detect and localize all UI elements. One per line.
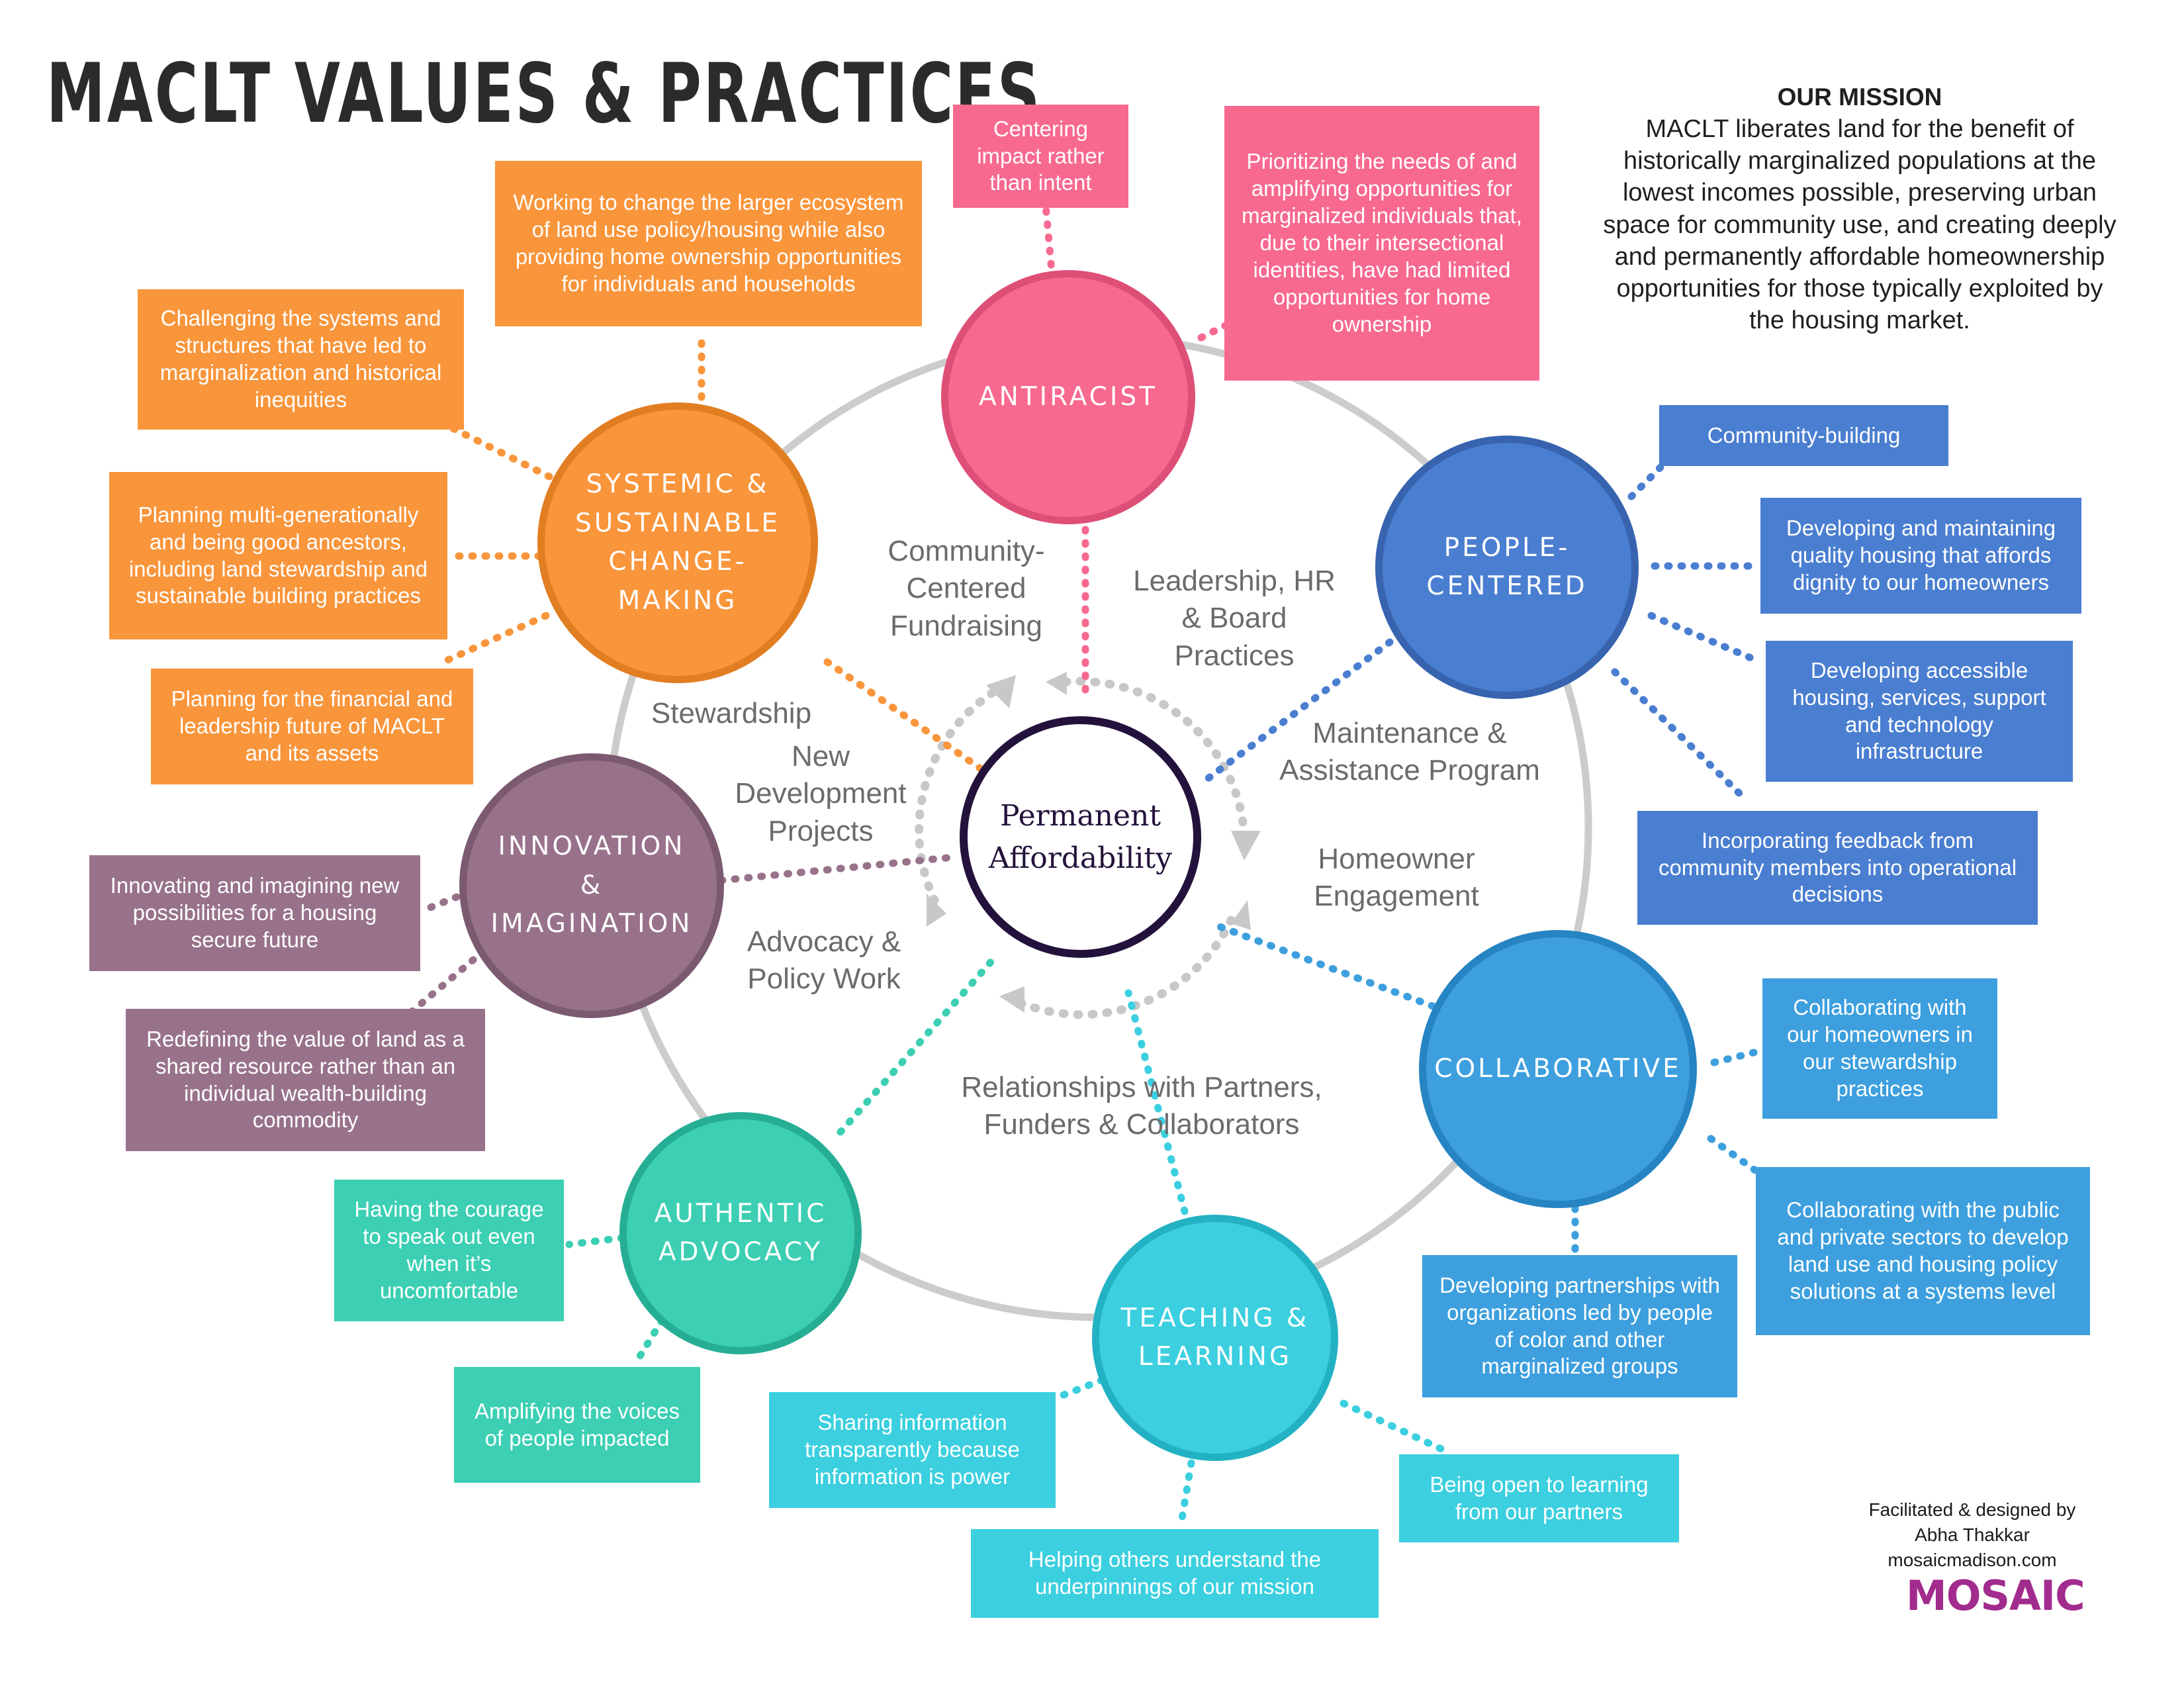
connector-authentic-amplifying xyxy=(631,1317,666,1368)
box-community-building: Community-building xyxy=(1659,405,1948,466)
box-challenging: Challenging the systems and structures t… xyxy=(138,289,464,430)
box-amplifying: Amplifying the voices of people impacted xyxy=(454,1367,700,1483)
practice-relationships: Relationships with Partners, Funders & C… xyxy=(961,1071,1322,1141)
practice-advocacy: Advocacy & Policy Work xyxy=(747,925,901,996)
credit-line-1: Facilitated & designed by xyxy=(1868,1499,2076,1520)
box-dev-partnerships-text: Developing partnerships with organizatio… xyxy=(1439,1272,1720,1379)
connector-collab-homeowners xyxy=(1710,1049,1758,1066)
connector-antiracist-prioritizing xyxy=(1197,320,1232,342)
box-planning-multi-text: Planning multi-generationally and being … xyxy=(128,502,428,608)
connector-teaching-helping xyxy=(1177,1459,1195,1526)
mission-block: OUR MISSION MACLT liberates land for the… xyxy=(1602,82,2118,337)
box-innovating-text: Innovating and imagining new possibiliti… xyxy=(110,873,400,952)
connector-innovation-innovating xyxy=(420,893,461,914)
box-collab-homeowners-text: Collaborating with our homeowners in our… xyxy=(1787,995,1973,1101)
center-permanent-affordability: Permanent Affordability xyxy=(960,716,1201,958)
box-collab-public-text: Collaborating with the public and privat… xyxy=(1777,1197,2069,1303)
connector-teaching-open xyxy=(1340,1399,1447,1454)
box-dev-accessible: Developing accessible housing, services,… xyxy=(1766,641,2073,782)
connector-teaching-center xyxy=(1124,989,1189,1215)
cycle-arrows xyxy=(915,677,1249,1019)
mosaic-logo: MOSAIC xyxy=(1906,1571,2085,1620)
box-prioritizing-text: Prioritizing the needs of and amplifying… xyxy=(1242,149,1522,336)
value-systemic: SYSTEMIC & SUSTAINABLE CHANGE- MAKING xyxy=(537,402,818,683)
box-collab-public: Collaborating with the public and privat… xyxy=(1756,1167,2090,1335)
mission-text: MACLT liberates land for the benefit of … xyxy=(1603,115,2116,335)
box-community-building-text: Community-building xyxy=(1707,422,1901,447)
connector-systemic-center xyxy=(823,658,983,772)
connector-authentic-center xyxy=(837,956,997,1136)
connector-antiracist-centering xyxy=(1042,201,1056,282)
practice-leadership: Leadership, HR & Board Practices xyxy=(1133,565,1336,672)
box-working-text: Working to change the larger ecosystem o… xyxy=(513,190,904,296)
box-helping: Helping others understand the underpinni… xyxy=(971,1529,1379,1618)
box-redefining-text: Redefining the value of land as a shared… xyxy=(146,1026,465,1133)
connector-innovation-redefining xyxy=(406,956,477,1017)
box-dev-maintaining: Developing and maintaining quality housi… xyxy=(1760,498,2081,614)
box-helping-text: Helping others understand the underpinni… xyxy=(1028,1547,1322,1599)
practice-new-development: New Development Projects xyxy=(735,740,907,847)
value-people-centered: PEOPLE- CENTERED xyxy=(1375,436,1639,699)
connector-authentic-courage xyxy=(565,1234,626,1248)
mission-heading: OUR MISSION xyxy=(1777,83,1942,111)
connector-teaching-sharing xyxy=(1055,1376,1106,1401)
credit-line-3: mosaicmadison.com xyxy=(1888,1549,2057,1570)
connector-people-accessible xyxy=(1647,612,1764,666)
box-incorporating: Incorporating feedback from community me… xyxy=(1637,811,2038,925)
box-sharing-text: Sharing information transparently becaus… xyxy=(805,1410,1020,1489)
box-dev-partnerships: Developing partnerships with organizatio… xyxy=(1422,1255,1737,1397)
connector-systemic-challenging xyxy=(439,420,553,481)
box-open-learning-text: Being open to learning from our partners xyxy=(1430,1472,1649,1524)
box-collab-homeowners: Collaborating with our homeowners in our… xyxy=(1762,978,1997,1119)
practice-fundraising: Community- Centered Fundraising xyxy=(887,535,1045,642)
box-sharing: Sharing information transparently becaus… xyxy=(769,1392,1056,1508)
box-redefining: Redefining the value of land as a shared… xyxy=(126,1009,485,1151)
page-title: MACLT VALUES & PRACTICES xyxy=(46,46,1042,142)
connector-people-center xyxy=(1201,638,1394,785)
box-amplifying-text: Amplifying the voices of people impacted xyxy=(475,1398,680,1450)
box-centering-text: Centering impact rather than intent xyxy=(977,116,1105,195)
connector-collab-public xyxy=(1707,1135,1761,1176)
box-centering: Centering impact rather than intent xyxy=(953,105,1128,208)
box-open-learning: Being open to learning from our partners xyxy=(1399,1454,1679,1542)
box-planning-financial: Planning for the financial and leadershi… xyxy=(151,669,473,784)
box-planning-financial-text: Planning for the financial and leadershi… xyxy=(171,686,453,765)
box-incorporating-text: Incorporating feedback from community me… xyxy=(1658,827,2017,907)
value-antiracist: ANTIRACIST xyxy=(941,270,1195,524)
box-courage: Having the courage to speak out even whe… xyxy=(334,1180,564,1321)
connector-systemic-planning-fin xyxy=(439,612,550,666)
value-collaborative: COLLABORATIVE xyxy=(1419,930,1697,1208)
box-dev-accessible-text: Developing accessible housing, services,… xyxy=(1792,657,2046,764)
cycle-arrowheads xyxy=(927,672,1261,1013)
box-courage-text: Having the courage to speak out even whe… xyxy=(354,1197,544,1303)
box-prioritizing: Prioritizing the needs of and amplifying… xyxy=(1224,106,1539,381)
practice-maintenance: Maintenance & Assistance Program xyxy=(1279,717,1540,787)
value-teaching-learning: TEACHING & LEARNING xyxy=(1092,1215,1338,1461)
value-innovation: INNOVATION & IMAGINATION xyxy=(459,753,724,1018)
value-authentic-advocacy: AUTHENTIC ADVOCACY xyxy=(619,1112,862,1354)
box-working: Working to change the larger ecosystem o… xyxy=(495,161,922,326)
connector-collab-center xyxy=(1207,919,1437,1010)
connector-innovation-center xyxy=(717,853,957,884)
practice-stewardship: Stewardship xyxy=(651,697,812,729)
box-innovating: Innovating and imagining new possibiliti… xyxy=(89,855,420,971)
box-planning-multi: Planning multi-generationally and being … xyxy=(109,472,447,639)
credit-block: Facilitated & designed by Abha Thakkar m… xyxy=(1833,1497,2111,1572)
box-challenging-text: Challenging the systems and structures t… xyxy=(159,306,442,412)
connector-people-incorporating xyxy=(1611,668,1751,805)
connector-people-community xyxy=(1627,459,1668,500)
practice-homeowner: Homeowner Engagement xyxy=(1314,843,1479,913)
credit-line-2: Abha Thakkar xyxy=(1915,1524,2030,1545)
box-dev-maintaining-text: Developing and maintaining quality housi… xyxy=(1786,516,2056,594)
